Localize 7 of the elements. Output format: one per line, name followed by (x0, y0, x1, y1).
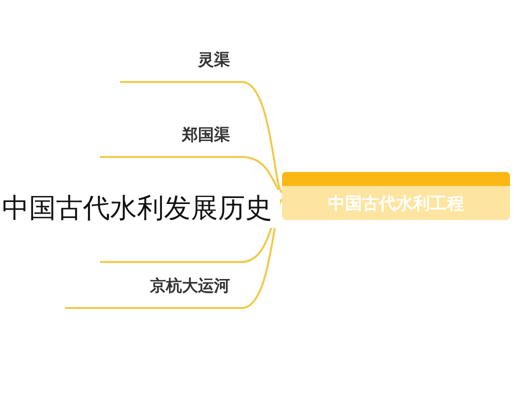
central-topic-box: 中国古代水利工程 (282, 172, 510, 220)
branch-line (100, 259, 242, 263)
branch-connector (242, 81, 283, 193)
branch-topic: 郑国渠 (100, 125, 242, 158)
branch-topic: 灵渠 (120, 50, 242, 83)
branch-connector (242, 156, 282, 193)
branch-topic: 京杭大运河 (65, 276, 242, 309)
